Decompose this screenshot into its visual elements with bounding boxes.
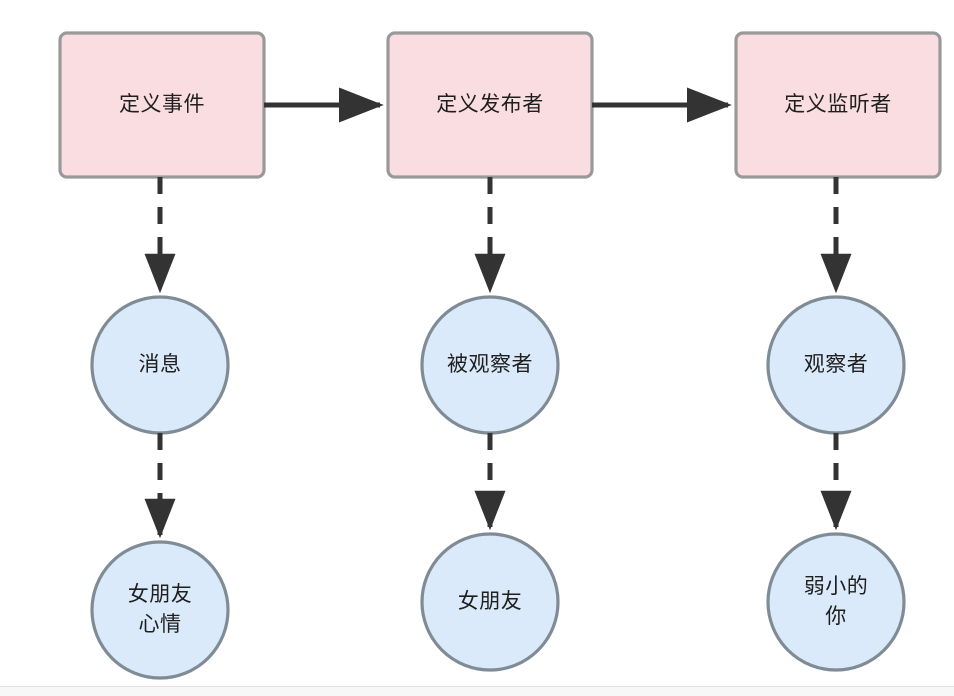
process-node-shape	[734, 31, 942, 179]
process-node-define-event[interactable]	[58, 31, 266, 179]
process-node-shape	[58, 31, 266, 179]
concept-node-message[interactable]	[90, 295, 230, 435]
concept-node-observer[interactable]	[766, 295, 906, 435]
instance-node-weak-you[interactable]	[766, 532, 906, 672]
footer-strip	[0, 687, 954, 696]
instance-node-girlfriend[interactable]	[420, 532, 560, 672]
process-node-shape	[386, 31, 594, 179]
process-node-define-listener[interactable]	[734, 31, 942, 179]
instance-node-girlfriend-mood[interactable]	[90, 540, 230, 680]
concept-node-observable[interactable]	[420, 295, 560, 435]
process-node-define-publisher[interactable]	[386, 31, 594, 179]
footer-divider	[0, 686, 954, 687]
